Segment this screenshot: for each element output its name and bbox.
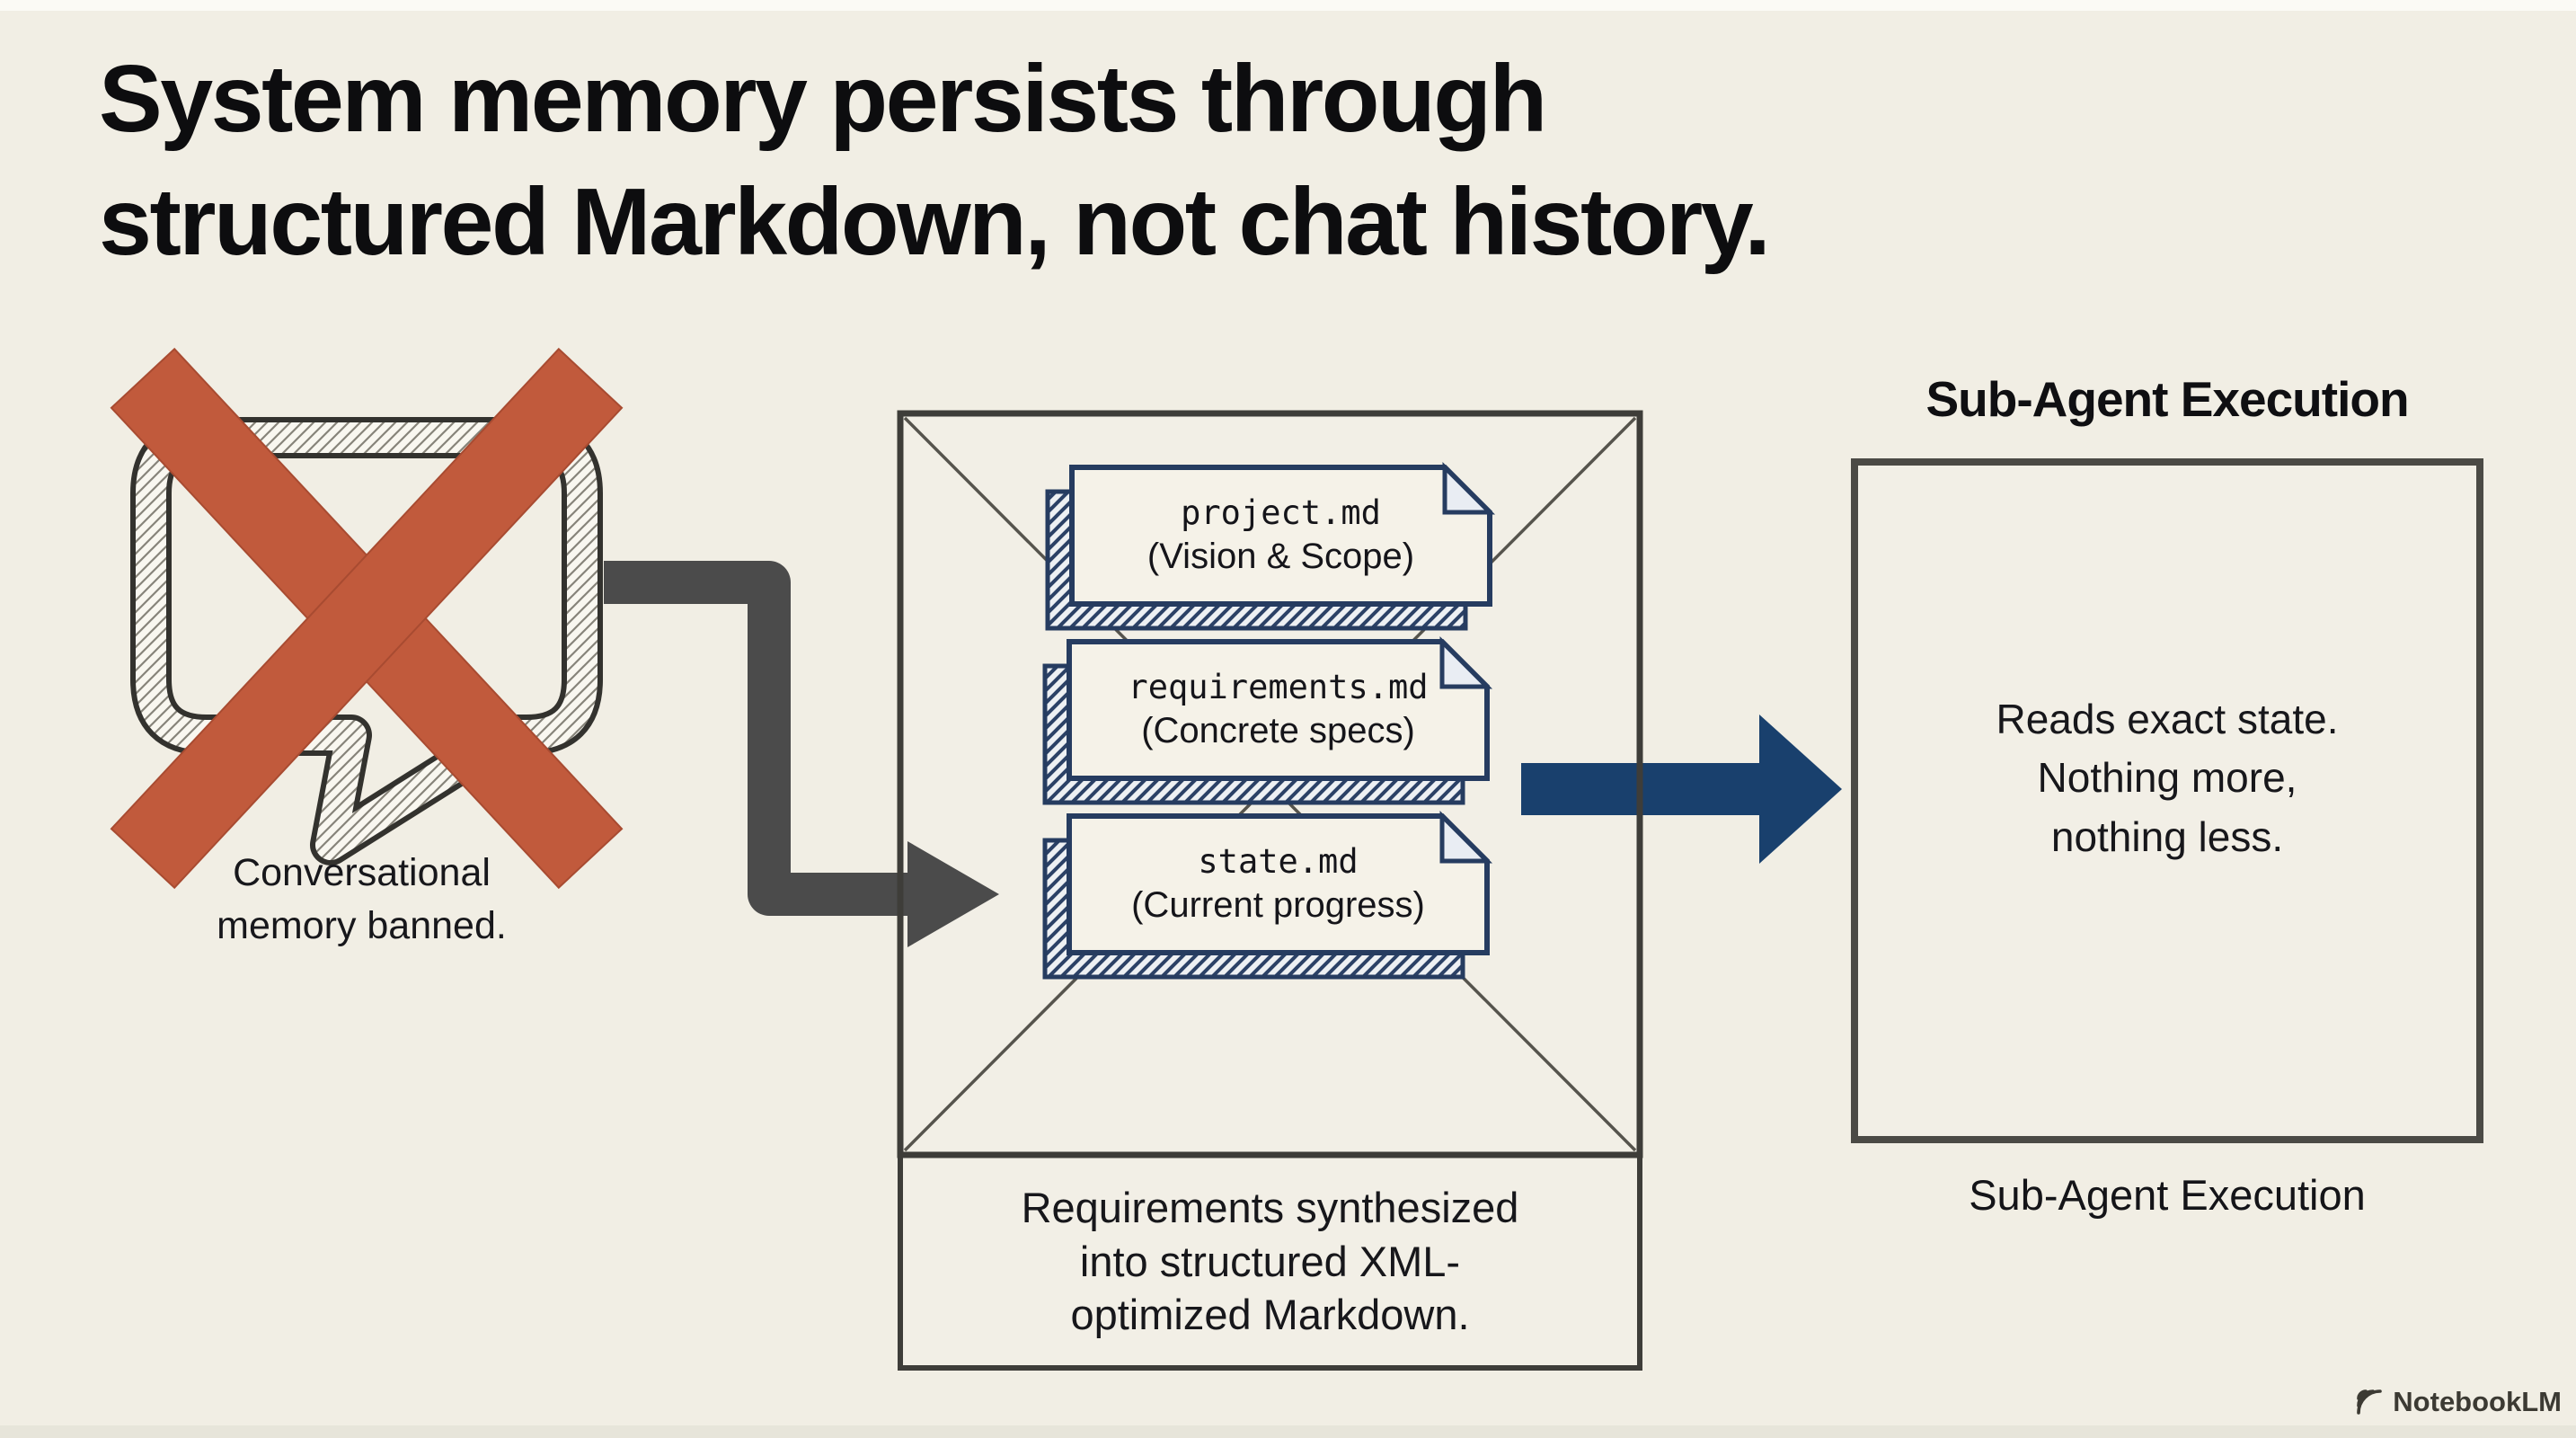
markdown-synthesis-caption-line3: optimized Markdown. [1070,1291,1470,1339]
file-card-state: state.md (Current progress) [1069,820,1487,949]
page-title-line2: structured Markdown, not chat history. [99,168,1771,275]
file-name-project: project.md [1181,493,1381,532]
document-icon-state [1042,810,1493,980]
notebooklm-logo-icon [2357,1389,2383,1415]
document-icon-requirements [1042,635,1493,805]
file-card-requirements: requirements.md (Concrete specs) [1069,645,1487,775]
red-x-icon [110,347,624,890]
subagent-body: Reads exact state. Nothing more, nothing… [1855,462,2480,1140]
file-desc-state: (Current progress) [1131,885,1425,926]
subagent-body-line2: Nothing more, [2037,754,2297,802]
top-strip [0,0,2576,11]
conversational-memory-caption-line1: Conversational [233,851,491,894]
subagent-box [1851,458,2483,1143]
file-name-state: state.md [1198,841,1359,881]
conversational-memory-caption-line2: memory banned. [217,904,507,948]
conversational-memory-caption: Conversational memory banned. [135,847,589,954]
markdown-box-border [897,410,1643,1158]
subagent-heading: Sub-Agent Execution [1925,371,2409,427]
file-desc-project: (Vision & Scope) [1146,537,1415,577]
file-card-project: project.md (Vision & Scope) [1072,471,1490,600]
document-icon-project [1045,461,1496,631]
subagent-body-line3: nothing less. [2050,812,2284,860]
subagent-body-line1: Reads exact state. [1996,696,2339,743]
file-desc-requirements: (Concrete specs) [1141,711,1415,751]
markdown-synthesis-caption-line2: into structured XML- [1079,1237,1461,1285]
notebooklm-watermark: NotebookLM [2354,1386,2562,1418]
markdown-synthesis-caption: Requirements synthesized into structured… [900,1155,1640,1368]
notebooklm-brand-text: NotebookLM [2393,1386,2562,1417]
bottom-strip [0,1425,2576,1438]
markdown-synthesis-caption-line1: Requirements synthesized [1021,1183,1519,1231]
elbow-arrow-icon [604,561,999,947]
subagent-label: Sub-Agent Execution [1969,1171,2366,1219]
page-title-line1: System memory persists through [99,46,1547,152]
page-title: System memory persists through structure… [99,38,2255,283]
file-name-requirements: requirements.md [1128,667,1429,706]
